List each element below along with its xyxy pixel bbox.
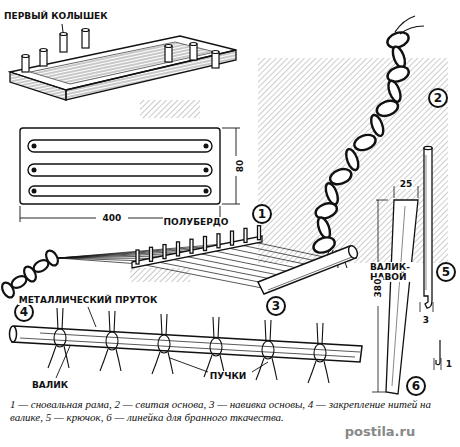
chain-link xyxy=(369,113,386,137)
callout-number: 6 xyxy=(412,380,420,392)
knot xyxy=(106,332,118,350)
chain-link xyxy=(315,216,332,240)
warp-thread xyxy=(224,247,316,266)
callout-number: 1 xyxy=(258,208,266,220)
warp-thread xyxy=(58,258,140,264)
part-label: ПЕРВЫЙ КОЛЫШЕК xyxy=(3,11,109,21)
reed-tooth xyxy=(177,242,180,256)
part-label: ВАЛИК xyxy=(31,380,69,390)
thread-tuft xyxy=(57,308,63,330)
knot xyxy=(314,344,326,362)
chain-link xyxy=(314,200,339,221)
reed-tooth xyxy=(163,245,166,259)
thread-tail xyxy=(100,349,121,371)
callout-number: 5 xyxy=(442,266,450,278)
callout-circle: 2 xyxy=(428,88,448,108)
reed-tooth xyxy=(190,239,193,253)
warp-thread xyxy=(210,250,307,270)
reed-tooth xyxy=(204,237,207,251)
callout-circle: 5 xyxy=(436,262,456,282)
chain-link xyxy=(44,249,61,268)
thread-tuft xyxy=(109,311,115,333)
watermark: postila.ru xyxy=(344,427,416,437)
callout-circle: 6 xyxy=(406,376,426,396)
thread-tuft xyxy=(161,314,167,336)
dimension: 1 xyxy=(445,359,453,369)
warp-thread xyxy=(196,253,298,274)
knot xyxy=(210,338,222,356)
part-label: ПОЛУБЕРДО xyxy=(163,217,230,227)
dimension: 3 xyxy=(422,315,430,325)
warp-thread xyxy=(182,256,289,278)
dimension: 80 xyxy=(235,159,245,174)
callout-number: 3 xyxy=(272,300,280,312)
figure-caption: 1 — сновальная рама, 2 — свитая основа, … xyxy=(10,398,450,424)
callout-number: 2 xyxy=(434,92,442,104)
callout-circle: 4 xyxy=(14,302,34,322)
thread-tail xyxy=(152,352,173,374)
chain-link xyxy=(323,182,340,206)
thread-tail xyxy=(256,358,277,380)
knot xyxy=(262,341,274,359)
reed-tooth xyxy=(217,234,220,248)
dimension: 380 xyxy=(373,278,383,299)
dimension: 400 xyxy=(102,213,123,223)
thread-tuft xyxy=(213,317,219,339)
thread-tuft xyxy=(317,323,323,345)
chain-link xyxy=(344,148,361,172)
knot xyxy=(158,335,170,353)
callout-number: 4 xyxy=(20,306,28,318)
chain-link xyxy=(375,98,400,119)
chain-link xyxy=(390,45,407,69)
reed-tooth xyxy=(231,231,234,245)
chain-link xyxy=(352,132,377,153)
reed-tooth xyxy=(258,226,261,240)
reed-tooth xyxy=(150,247,153,261)
callout-circle: 3 xyxy=(266,296,286,316)
warp-thread xyxy=(238,244,325,262)
warp-thread xyxy=(168,258,280,280)
callout-circle: 1 xyxy=(252,204,272,224)
part-label: ПУЧКИ xyxy=(209,371,248,381)
knot xyxy=(54,329,66,347)
thread-tail xyxy=(48,346,69,368)
warp-thread xyxy=(140,264,262,288)
reed-tooth xyxy=(136,250,139,264)
dimension: 25 xyxy=(399,179,414,189)
reed-tooth xyxy=(244,228,247,242)
thread-tail xyxy=(308,361,329,383)
thread-tuft xyxy=(265,320,271,342)
part-label: МЕТАЛЛИЧЕСКИЙ ПРУТОК xyxy=(18,295,159,305)
